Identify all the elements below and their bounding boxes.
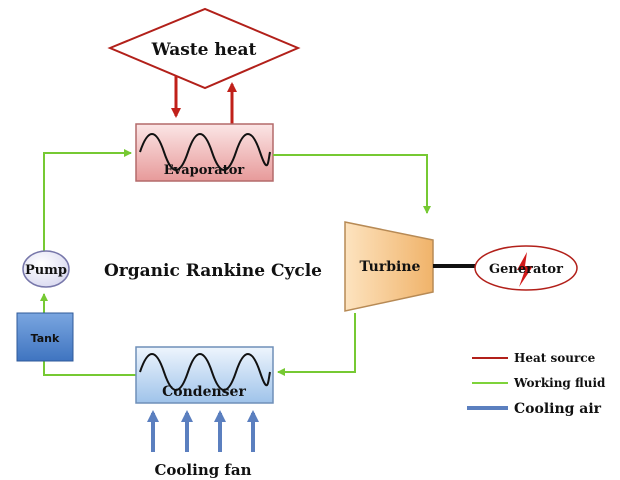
- pump-node: Pump: [22, 250, 70, 288]
- diagram-title: Organic Rankine Cycle: [104, 261, 322, 281]
- cooling-fan-label: Cooling fan: [154, 461, 251, 479]
- turbine-node: Turbine: [344, 221, 434, 312]
- evaporator-label: Evaporator: [164, 163, 245, 178]
- legend-label-working-fluid: Working fluid: [513, 376, 606, 390]
- generator-label: Generator: [489, 262, 563, 277]
- legend: Heat source Working fluid Cooling air: [467, 351, 606, 417]
- turbine-label: Turbine: [360, 259, 421, 275]
- evaporator-node: Evaporator: [135, 123, 274, 182]
- tank-label: Tank: [31, 332, 60, 345]
- lightning-icon: [517, 252, 533, 287]
- fluid-line-pump-to-evaporator: [43, 149, 132, 254]
- condenser-coil: [139, 353, 271, 391]
- generator-node: Generator: [474, 245, 578, 291]
- fluid-line-evaporator-to-turbine: [273, 154, 431, 214]
- legend-label-heat-source: Heat source: [514, 351, 596, 365]
- condenser-label: Condenser: [162, 384, 246, 400]
- waste-heat-label: Waste heat: [151, 40, 257, 60]
- condenser-node: Condenser: [135, 346, 274, 404]
- fluid-line-condenser-to-tank: [43, 361, 136, 376]
- pump-label: Pump: [25, 263, 67, 278]
- waste-heat-node: Waste heat: [107, 7, 301, 90]
- tank-node: Tank: [16, 312, 74, 362]
- legend-label-cooling-air: Cooling air: [514, 401, 602, 417]
- evaporator-coil: [139, 133, 271, 171]
- fluid-line-turbine-to-condenser: [277, 313, 356, 376]
